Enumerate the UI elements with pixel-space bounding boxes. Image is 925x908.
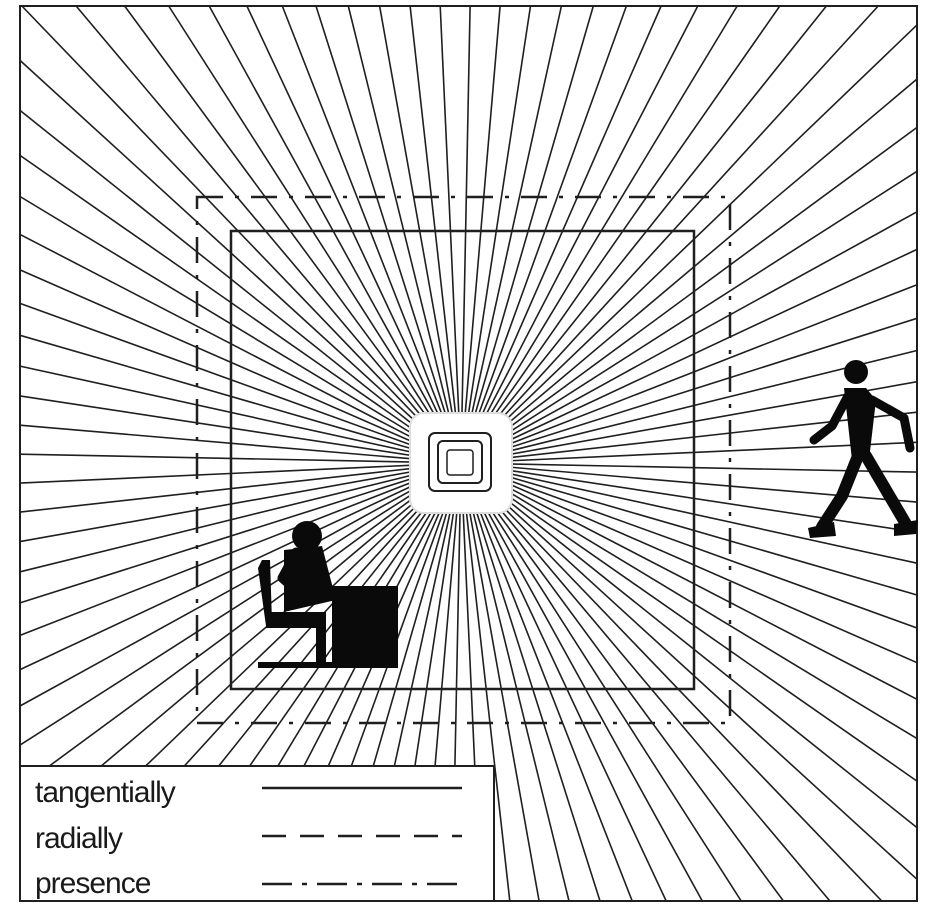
sensor-icon xyxy=(410,413,512,513)
legend: tangentially radially presence xyxy=(20,766,494,901)
legend-label-tangentially: tangentially xyxy=(35,776,176,809)
legend-label-presence: presence xyxy=(35,867,151,900)
legend-label-radially: radially xyxy=(35,822,123,855)
